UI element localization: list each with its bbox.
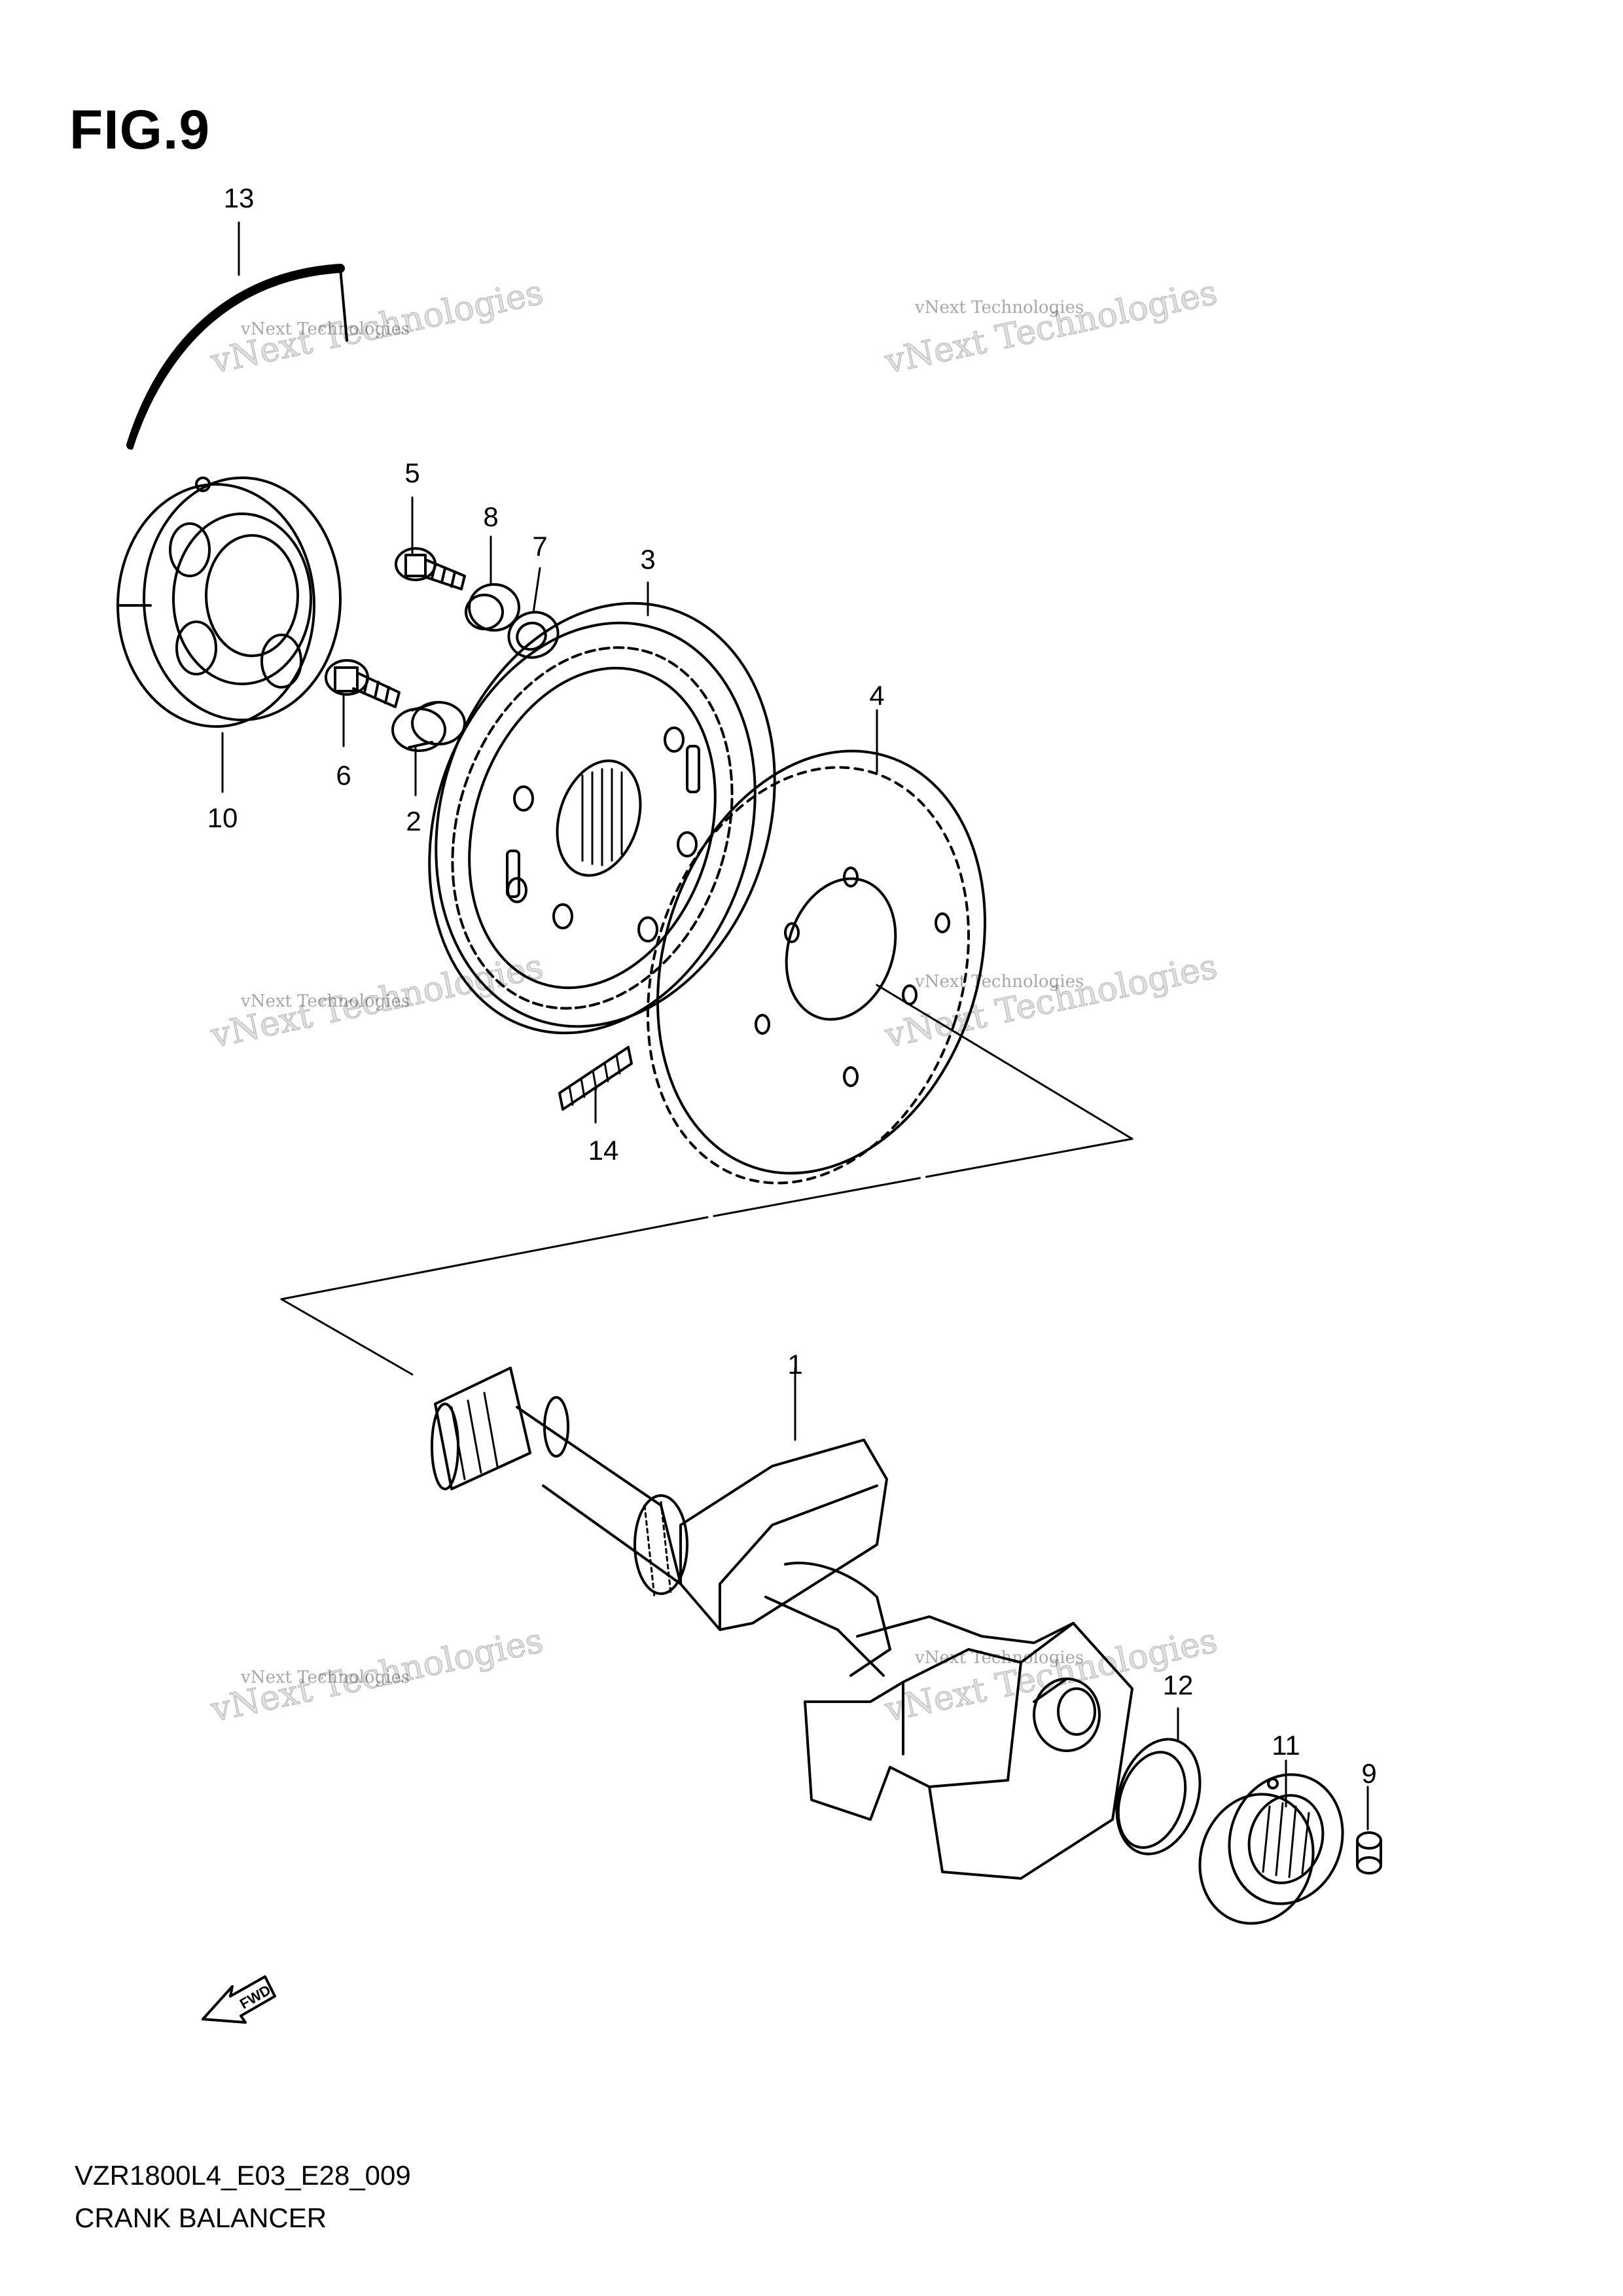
pin-part-9: [1356, 1831, 1382, 1874]
callout-5: 5: [404, 457, 420, 488]
collar-part-2: [391, 701, 466, 752]
flange-bolt-part-5: [395, 547, 466, 590]
needle-bearing-part-11: [1198, 1773, 1344, 1925]
callout-7: 7: [532, 531, 548, 562]
washer-part-7: [507, 611, 560, 659]
diagram-code: VZR1800L4_E03_E28_009: [75, 2160, 411, 2191]
callout-2: 2: [406, 806, 421, 836]
spring-part-14: [558, 1046, 633, 1111]
balancer-gear-part-3: [428, 601, 776, 1035]
fwd-arrow-icon: FWD: [202, 1975, 276, 2024]
callout-6: 6: [336, 760, 351, 791]
watermark-text: vNext Technologies: [241, 992, 410, 1011]
callout-4: 4: [869, 680, 885, 711]
watermark-text: vNext Technologies: [915, 298, 1084, 317]
callout-9: 9: [1361, 1758, 1377, 1789]
crankshaft-part-1: [431, 1367, 1133, 1880]
callout-3: 3: [640, 544, 656, 575]
callout-12: 12: [1162, 1670, 1194, 1700]
scissors-gear-part-4: [646, 749, 986, 1185]
callout-1: 1: [787, 1349, 803, 1380]
callout-8: 8: [483, 501, 499, 532]
flange-bolt-part-6: [325, 659, 401, 708]
diagram-name: CRANK BALANCER: [75, 2202, 327, 2233]
callout-10: 10: [207, 802, 238, 833]
callout-14: 14: [588, 1135, 619, 1166]
watermark-text: vNext Technologies: [915, 1648, 1084, 1668]
callout-13: 13: [223, 183, 255, 213]
snap-ring-part-13: [126, 264, 348, 454]
thrust-washer-part-12: [1115, 1738, 1202, 1856]
figure-title: FIG.9: [69, 99, 211, 160]
ball-bearing-part-10: [116, 476, 342, 728]
watermark-text: vNext Technologies: [915, 972, 1084, 992]
watermark-text: vNext Technologies: [241, 319, 410, 339]
callout-11: 11: [1272, 1730, 1300, 1761]
leader-lines: [221, 221, 1369, 1831]
collar-part-8: [465, 583, 520, 632]
watermark-text: vNext Technologies: [241, 1668, 410, 1687]
